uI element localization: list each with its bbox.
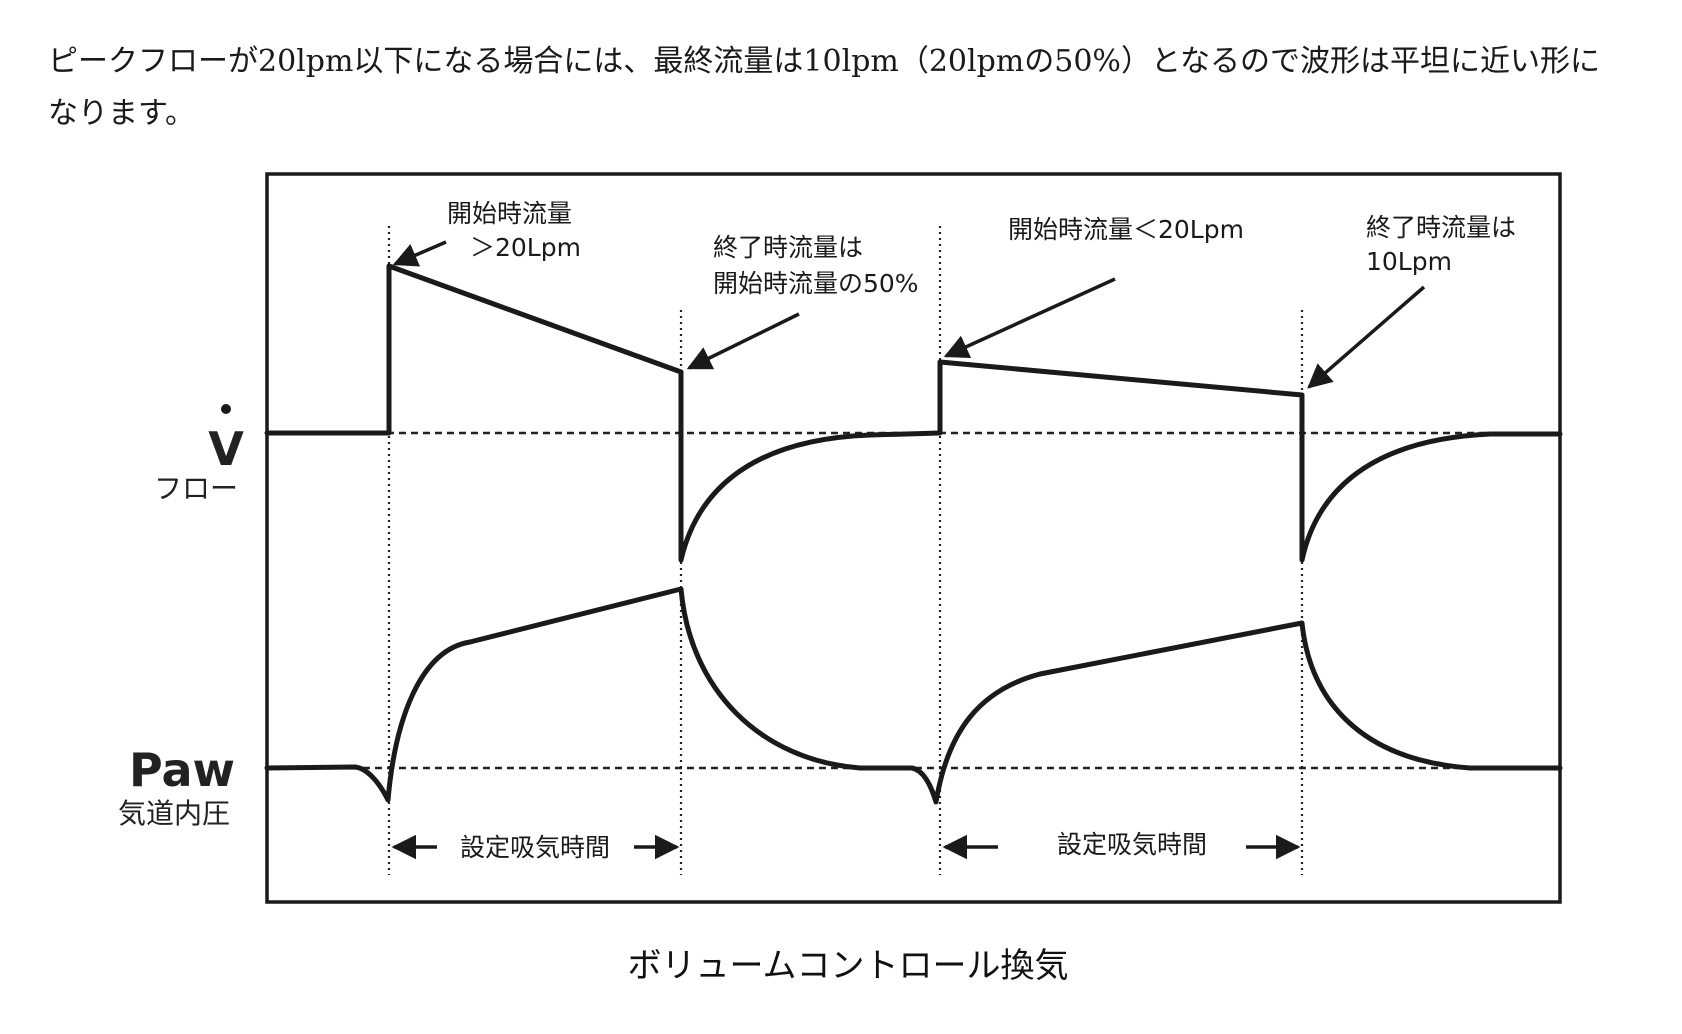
annotation-start-flow-arrow (392, 240, 447, 267)
annotation-end-flow-line1: 終了時流量は (713, 233, 863, 262)
annotation-final-flow-line2: 10Lpm (1366, 247, 1452, 276)
interval2-label: 設定吸気時間 (1057, 830, 1207, 859)
intro-text: ピークフローが20lpm以下になる場合には、最終流量は10lpm（20lpmの5… (48, 36, 1648, 140)
annotation-final-flow-line1: 終了時流量は (1366, 213, 1516, 242)
diagram-caption: ボリュームコントロール換気 (628, 946, 1069, 986)
annotation-start-flow-low-arrow (943, 277, 1116, 359)
annotation-start-flow-line1: 開始時流量 (447, 199, 572, 228)
flow-label: フロー (154, 472, 238, 505)
intro-line-2: なります。 (48, 96, 195, 131)
annotation-end-flow-line2: 開始時流量の50% (713, 269, 919, 298)
flow-dot-icon (221, 404, 231, 414)
annotation-final-flow-arrow (1307, 285, 1426, 389)
intro-line-1: ピークフローが20lpm以下になる場合には、最終流量は10lpm（20lpmの5… (48, 44, 1601, 79)
annotation-end-flow-arrow (686, 312, 800, 370)
annotation-start-flow-low: 開始時流量＜20Lpm (1008, 215, 1244, 244)
diagram-frame (265, 172, 1562, 904)
annotation-start-flow-line2: ＞20Lpm (470, 233, 581, 262)
pressure-waveform (264, 586, 1563, 805)
flow-symbol: V (208, 422, 244, 476)
interval1-label: 設定吸気時間 (460, 833, 610, 862)
flow-waveform (264, 263, 1563, 563)
paw-symbol: Paw (129, 743, 235, 797)
paw-label: 気道内圧 (118, 797, 230, 830)
